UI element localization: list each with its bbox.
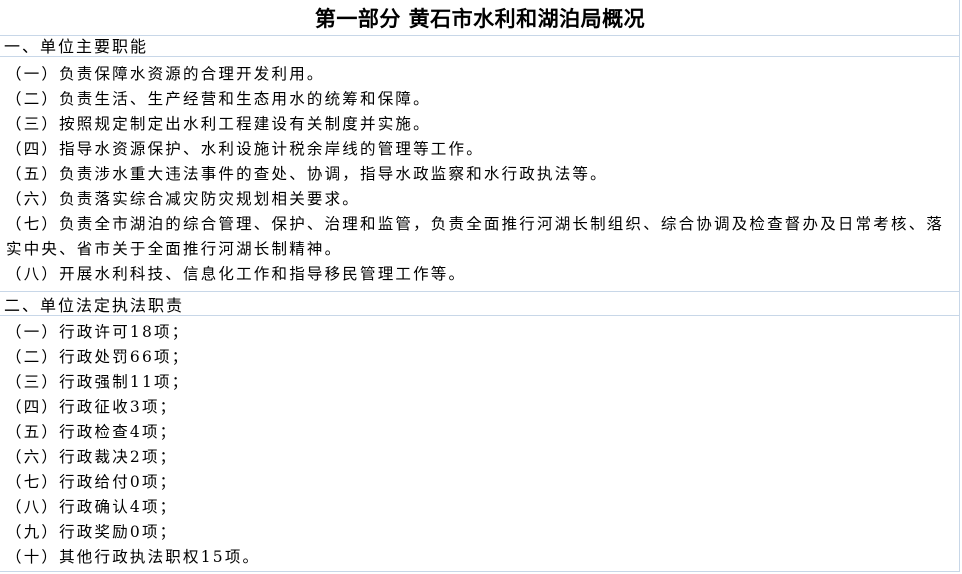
function-item-3: （三）按照规定制定出水利工程建设有关制度并实施。: [6, 115, 431, 133]
enforcement-item-1: （一）行政许可18项；: [6, 323, 190, 341]
function-item-4: （四）指导水资源保护、水利设施计税余岸线的管理等工作。: [6, 140, 484, 158]
enforcement-item-5: （五）行政检查4项；: [6, 423, 178, 441]
function-item-2: （二）负责生活、生产经营和生态用水的统筹和保障。: [6, 90, 431, 108]
function-item-1: （一）负责保障水资源的合理开发利用。: [6, 65, 325, 83]
section-divider: [0, 291, 960, 292]
function-item-6: （六）负责落实综合减灾防灾规划相关要求。: [6, 190, 361, 208]
function-item-8: （八）开展水利科技、信息化工作和指导移民管理工作等。: [6, 265, 467, 283]
enforcement-item-9: （九）行政奖励0项；: [6, 523, 178, 541]
enforcement-item-2: （二）行政处罚66项；: [6, 348, 190, 366]
enforcement-item-3: （三）行政强制11项；: [6, 373, 190, 391]
enforcement-item-6: （六）行政裁决2项；: [6, 448, 178, 466]
page-title: 第一部分 黄石市水利和湖泊局概况: [0, 0, 960, 36]
section-heading-functions: 一、单位主要职能: [0, 36, 960, 57]
function-item-7: （七）负责全市湖泊的综合管理、保护、治理和监管，负责全面推行河湖长制组织、综合协…: [6, 215, 945, 258]
enforcement-item-8: （八）行政确认4项；: [6, 498, 178, 516]
function-item-5: （五）负责涉水重大违法事件的查处、协调，指导水政监察和水行政执法等。: [6, 165, 608, 183]
enforcement-item-10: （十）其他行政执法职权15项。: [6, 548, 261, 566]
enforcement-item-4: （四）行政征收3项；: [6, 398, 178, 416]
enforcement-item-7: （七）行政给付0项；: [6, 473, 178, 491]
section-heading-enforcement: 二、单位法定执法职责: [0, 295, 960, 316]
